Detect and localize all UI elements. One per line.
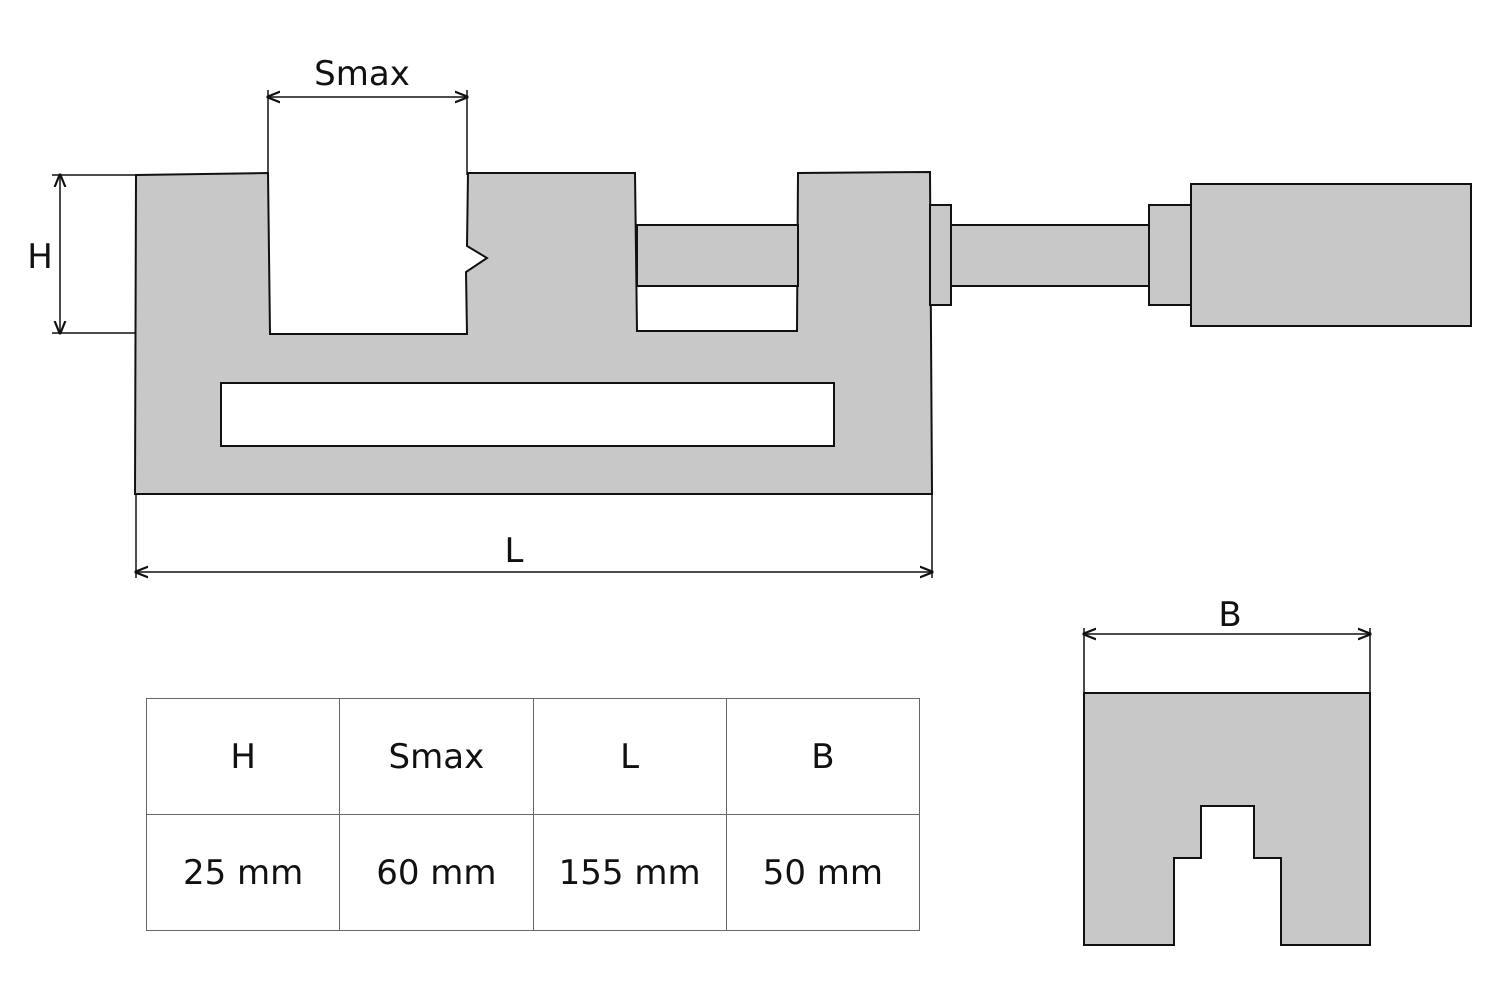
- table-header-cell: L: [532, 698, 727, 815]
- table-value-cell: 25 mm: [145, 814, 341, 931]
- body-slot: [220, 382, 835, 447]
- table-header-cell: Smax: [339, 698, 534, 815]
- handle: [1190, 183, 1472, 327]
- smax-label: Smax: [314, 54, 410, 94]
- spindle-shaft: [950, 224, 1150, 287]
- table-header-row: H Smax L B: [145, 698, 921, 815]
- table-value-row: 25 mm 60 mm 155 mm 50 mm: [145, 814, 921, 931]
- table-value-cell: 60 mm: [339, 814, 534, 931]
- handle-hub: [1148, 204, 1192, 306]
- table-header-cell: H: [145, 698, 341, 815]
- vise-end-view: [1083, 692, 1371, 946]
- spec-table: H Smax L B 25 mm 60 mm 155 mm 50 mm: [145, 698, 921, 931]
- l-label: L: [505, 531, 524, 571]
- table-value-cell: 50 mm: [725, 814, 921, 931]
- h-label: H: [27, 237, 53, 277]
- guide-rod: [636, 224, 799, 287]
- b-label: B: [1218, 595, 1241, 635]
- table-value-cell: 155 mm: [532, 814, 727, 931]
- spindle-collar: [929, 204, 952, 306]
- table-header-cell: B: [725, 698, 921, 815]
